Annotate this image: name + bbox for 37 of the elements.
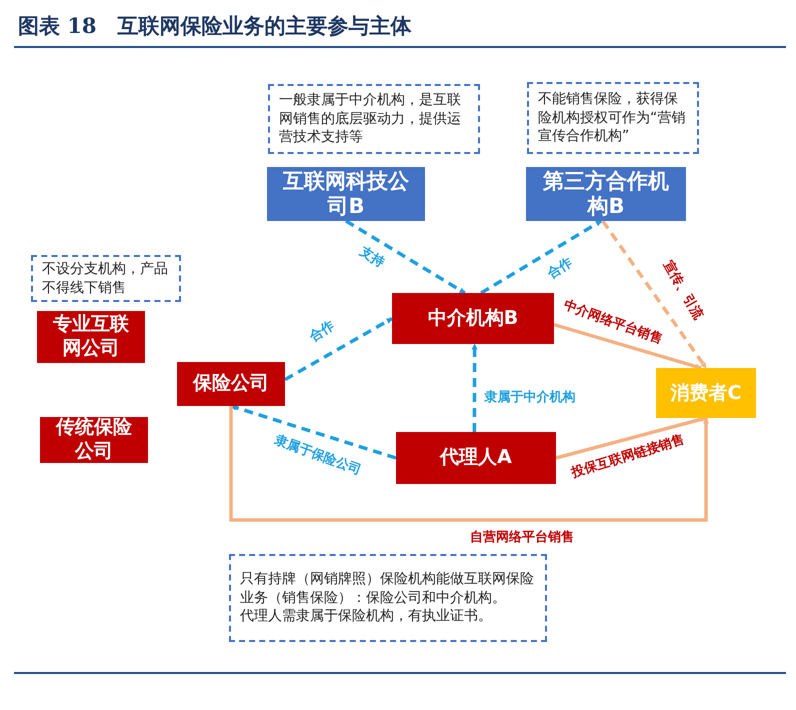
node-text: 第三方合作机构B	[542, 168, 670, 220]
arrow	[345, 220, 466, 294]
arrow	[601, 220, 708, 369]
arrow	[284, 316, 393, 382]
edge-label: 隶属于中介机构	[482, 388, 578, 406]
process-box	[526, 167, 686, 221]
arrow	[480, 220, 602, 294]
edge-label: 自营网络平台销售	[468, 528, 576, 546]
node-text: 只有持牌（网销牌照）保险机构能做互联网保险业务（销售保险）：保险公司和中介机构。	[240, 570, 535, 608]
arrow	[230, 404, 397, 460]
process-box	[177, 362, 285, 406]
chart-title: 图表 18 互联网保险业务的主要参与主体	[18, 12, 412, 40]
note-box	[229, 554, 547, 642]
node-text: 一般隶属于中介机构，是互联网销售的底层驱动力，提供运营技术支持等	[279, 90, 462, 148]
node-text: 不能销售保险，获得保险机构授权可作为“营销宣传合作机构”	[538, 90, 686, 146]
node-text: 传统保险公司	[54, 416, 133, 464]
node-text: 中介机构B	[428, 306, 518, 330]
process-box	[392, 293, 554, 344]
node-text: 专业互联网公司	[52, 313, 130, 361]
node-text: 不设分支机构，产品不得线下销售	[42, 260, 169, 298]
node-text: 保险公司	[193, 372, 269, 396]
note-box	[268, 84, 480, 154]
node-text: 代理人A	[440, 446, 512, 470]
process-box	[40, 417, 148, 463]
process-box	[656, 368, 756, 418]
arrow	[229, 406, 709, 522]
node-text: 代理人需隶属于保险机构，有执业证书。	[240, 607, 492, 626]
note-box	[31, 255, 181, 302]
arrow	[472, 343, 478, 432]
process-box	[267, 167, 425, 221]
note-box	[527, 82, 699, 154]
process-box	[396, 432, 556, 484]
node-text: 互联网科技公司B	[282, 168, 410, 220]
node-text: 消费者C	[670, 381, 742, 406]
arrow	[554, 322, 702, 370]
process-box	[37, 311, 145, 363]
arrow	[556, 416, 707, 460]
